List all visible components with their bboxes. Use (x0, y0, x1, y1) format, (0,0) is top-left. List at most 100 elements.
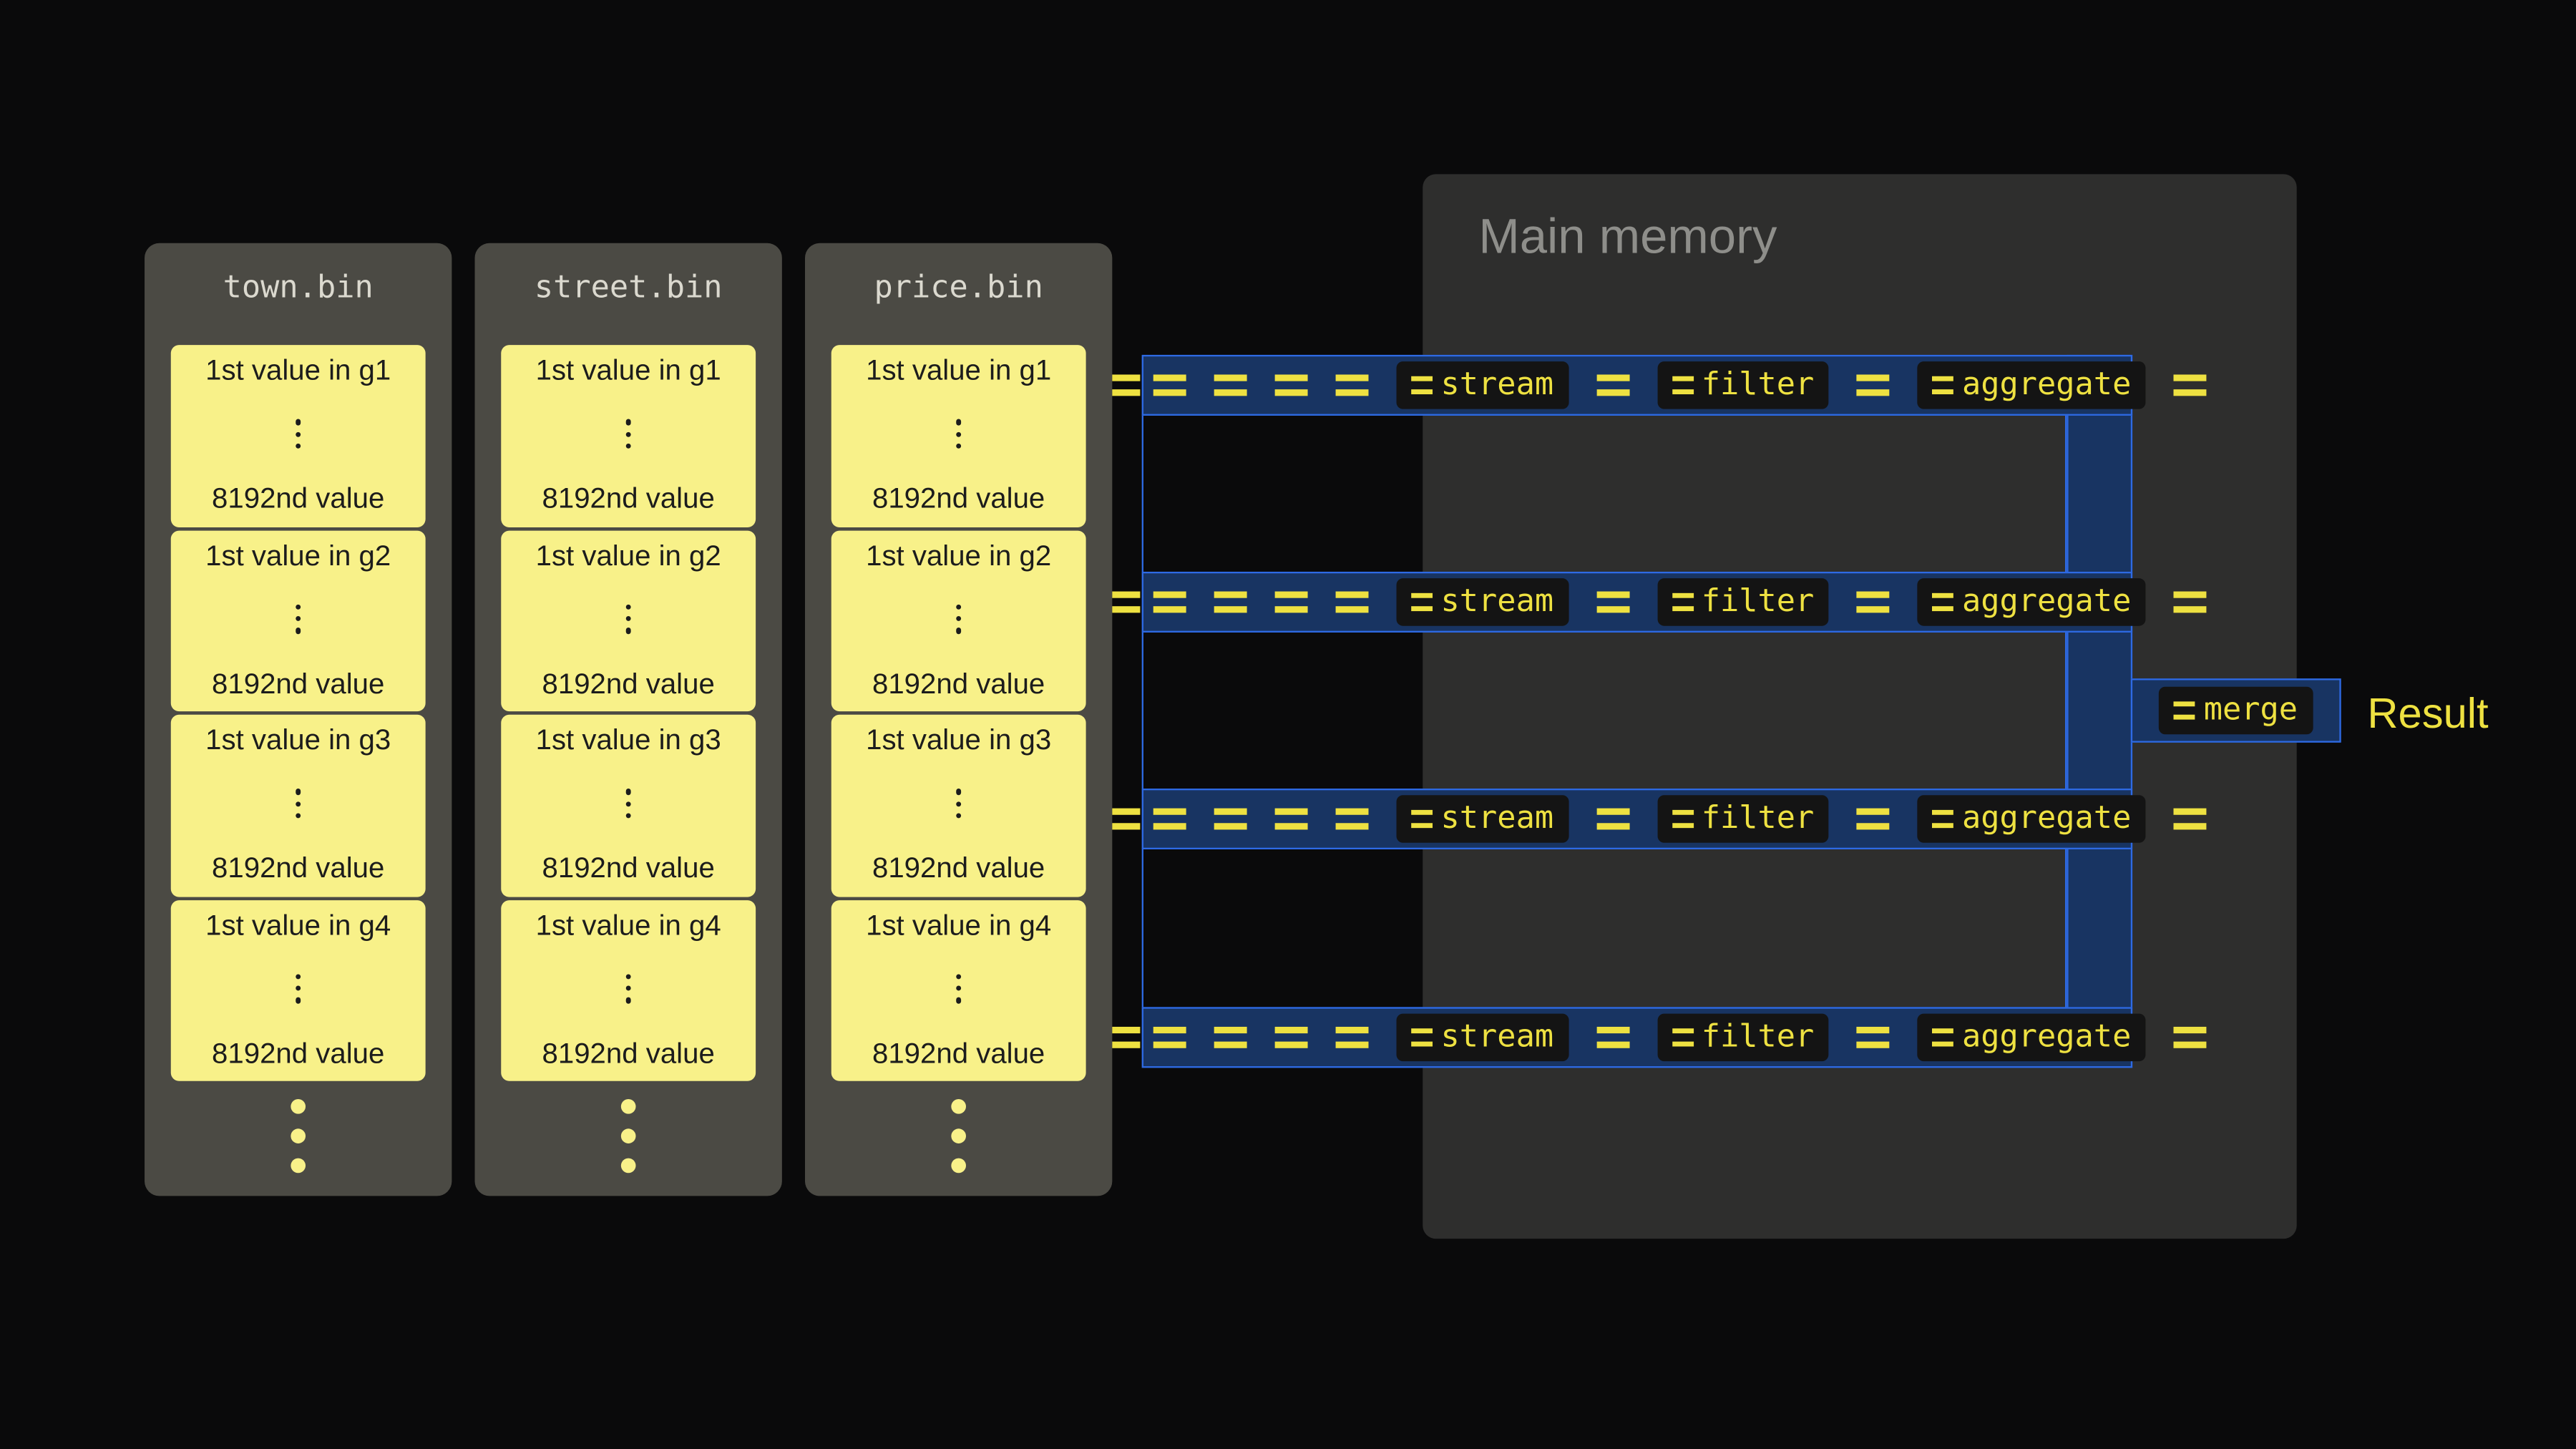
data-chunk-icon (1112, 591, 1141, 613)
row-group-block: 1st value in g3 8192nd value (170, 714, 426, 897)
first-value-label: 1st value in g1 (205, 353, 391, 386)
filter-op-badge: filter (1657, 1013, 1830, 1062)
last-value-label: 8192nd value (542, 852, 715, 885)
ellipsis-icon (955, 604, 962, 634)
ellipsis-icon (625, 419, 632, 449)
last-value-label: 8192nd value (212, 852, 385, 885)
op-label: filter (1701, 800, 1815, 836)
last-value-label: 8192nd value (872, 482, 1045, 515)
data-chunk-icon (2174, 808, 2207, 830)
ellipsis-icon (295, 789, 301, 819)
op-label: stream (1440, 1018, 1554, 1055)
filter-op-badge: filter (1657, 361, 1830, 409)
first-value-label: 1st value in g3 (535, 723, 721, 756)
data-chunk-icon (1214, 591, 1247, 613)
data-chunk-icon (1596, 1026, 1629, 1048)
first-value-label: 1st value in g4 (205, 907, 391, 941)
first-value-label: 1st value in g2 (866, 537, 1052, 571)
row-group-block: 1st value in g1 8192nd value (501, 345, 756, 527)
data-chunk-icon (1274, 374, 1308, 396)
last-value-label: 8192nd value (212, 482, 385, 515)
row-group-block: 1st value in g4 8192nd value (170, 899, 426, 1081)
data-chunk-icon (1153, 591, 1186, 613)
ellipsis-icon (955, 789, 962, 819)
op-label: stream (1440, 800, 1554, 836)
op-label: stream (1440, 583, 1554, 620)
file-price-bin: price.bin 1st value in g1 8192nd value 1… (804, 243, 1113, 1196)
merge-connector: merge (2130, 678, 2341, 743)
stream-op-badge: stream (1396, 578, 1568, 626)
data-chunk-icon (2174, 701, 2196, 720)
data-chunk-icon (1672, 376, 1694, 395)
op-label: filter (1701, 366, 1815, 403)
aggregate-op-badge: aggregate (1917, 578, 2147, 626)
data-chunk-icon (1857, 808, 1890, 830)
data-chunk-icon (1857, 1026, 1890, 1048)
last-value-label: 8192nd value (542, 482, 715, 515)
data-chunk-icon (1932, 376, 1954, 395)
ellipsis-icon (625, 789, 632, 819)
first-value-label: 1st value in g3 (866, 723, 1052, 756)
ellipsis-icon (295, 419, 301, 449)
file-name: town.bin (223, 269, 374, 306)
ellipsis-icon (955, 419, 962, 449)
op-label: aggregate (1961, 366, 2132, 403)
ellipsis-icon (295, 604, 301, 634)
data-chunk-icon (1274, 591, 1308, 613)
ellipsis-icon (295, 973, 301, 1004)
data-chunk-icon (1857, 374, 1890, 396)
aggregate-op-badge: aggregate (1917, 795, 2147, 843)
last-value-label: 8192nd value (872, 852, 1045, 885)
data-chunk-icon (1411, 592, 1433, 612)
data-chunk-icon (1335, 808, 1369, 830)
last-value-label: 8192nd value (872, 1036, 1045, 1070)
op-label: aggregate (1961, 1018, 2132, 1055)
file-name: street.bin (534, 269, 723, 306)
more-groups-ellipsis-icon (145, 1098, 452, 1174)
first-value-label: 1st value in g3 (205, 723, 391, 756)
ellipsis-icon (625, 604, 632, 634)
row-group-block: 1st value in g2 8192nd value (831, 530, 1086, 712)
data-chunk-icon (1274, 1026, 1308, 1048)
file-name: price.bin (874, 269, 1043, 306)
op-label: filter (1701, 1018, 1815, 1055)
data-chunk-icon (1932, 1028, 1954, 1047)
pipeline-connector-rect (1141, 414, 2067, 574)
data-chunk-icon (1112, 808, 1141, 830)
row-group-block: 1st value in g1 8192nd value (831, 345, 1086, 527)
op-label: merge (2203, 691, 2298, 728)
pipeline-lane-1: stream filter aggregate (1141, 354, 2207, 416)
merge-collector-bar (2067, 354, 2133, 1068)
data-chunk-icon (1214, 808, 1247, 830)
data-chunk-icon (1335, 591, 1369, 613)
op-label: filter (1701, 583, 1815, 620)
data-chunk-icon (1596, 808, 1629, 830)
row-group-block: 1st value in g4 8192nd value (831, 899, 1086, 1081)
file-town-bin: town.bin 1st value in g1 8192nd value 1s… (145, 243, 452, 1196)
filter-op-badge: filter (1657, 795, 1830, 843)
first-value-label: 1st value in g2 (535, 537, 721, 571)
main-memory-title: Main memory (1478, 210, 1777, 265)
first-value-label: 1st value in g1 (866, 353, 1052, 386)
aggregate-op-badge: aggregate (1917, 361, 2147, 409)
last-value-label: 8192nd value (542, 667, 715, 701)
row-group-block: 1st value in g3 8192nd value (831, 714, 1086, 897)
ellipsis-icon (625, 973, 632, 1004)
data-chunk-icon (1335, 374, 1369, 396)
row-group-block: 1st value in g4 8192nd value (501, 899, 756, 1081)
pipeline-lane-2: stream filter aggregate (1141, 571, 2207, 633)
data-chunk-icon (1932, 809, 1954, 829)
first-value-label: 1st value in g4 (866, 907, 1052, 941)
op-label: stream (1440, 366, 1554, 403)
merge-op-badge: merge (2159, 686, 2313, 735)
data-chunk-icon (1596, 374, 1629, 396)
data-chunk-icon (1411, 809, 1433, 829)
first-value-label: 1st value in g1 (535, 353, 721, 386)
pipeline-connector-rect (1141, 630, 2067, 791)
filter-op-badge: filter (1657, 578, 1830, 626)
data-chunk-icon (1112, 1026, 1141, 1048)
first-value-label: 1st value in g2 (205, 537, 391, 571)
aggregate-op-badge: aggregate (1917, 1013, 2147, 1062)
row-group-block: 1st value in g2 8192nd value (170, 530, 426, 712)
